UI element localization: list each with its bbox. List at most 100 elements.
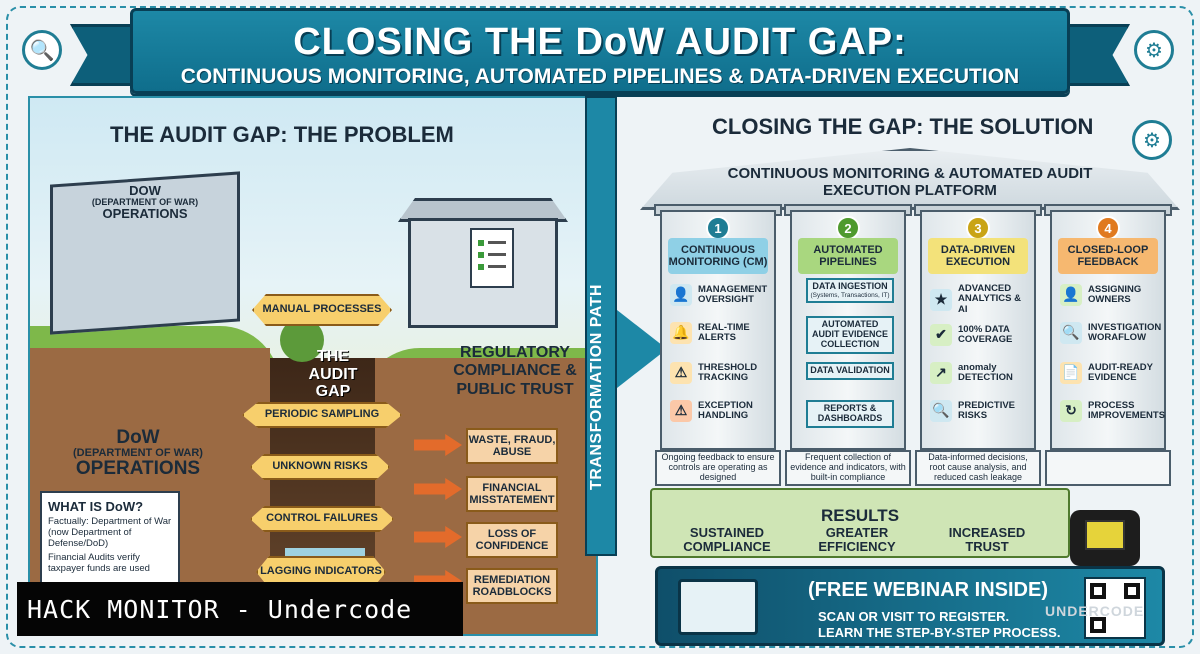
pillar-number: 1 xyxy=(706,216,730,240)
dow-operations-label: DoW (DEPARTMENT OF WAR) OPERATIONS xyxy=(38,428,238,479)
pipeline-step: DATA VALIDATION xyxy=(806,362,894,380)
pillar-continuous-monitoring: 1 CONTINUOUS MONITORING (CM) 👤MANAGEMENT… xyxy=(660,210,776,450)
platform-title: CONTINUOUS MONITORING & AUTOMATED AUDIT … xyxy=(727,165,1093,200)
pillar-item-label: AUDIT-READY EVIDENCE xyxy=(1088,361,1153,383)
risk-arrow xyxy=(414,526,462,548)
dow-label-line3: OPERATIONS xyxy=(75,458,201,480)
what-is-dow-text2: Financial Audits verify taxpayer funds a… xyxy=(48,551,150,574)
pillar-item: 🔔 REAL-TIME ALERTS xyxy=(670,322,768,344)
pillar-item-label: EXCEPTION HANDLING xyxy=(698,399,753,421)
trend-chart-icon: ↗ xyxy=(930,362,952,384)
problem-panel: THE AUDIT GAP: THE PROBLEM DOW (DEPARTME… xyxy=(28,96,598,636)
pillar-item-label: THRESHOLD TRACKING xyxy=(698,361,758,383)
pillar-number: 2 xyxy=(836,216,860,240)
pillar-item-label: PREDICTIVE RISKS xyxy=(958,399,1016,421)
main-title: CLOSING THE DoW AUDIT GAP: xyxy=(293,21,907,63)
building-label-line1: DOW xyxy=(129,183,161,198)
lock-screen-icon xyxy=(1085,520,1125,550)
pillar-footer: Data-informed decisions, root cause anal… xyxy=(915,450,1041,486)
webinar-title: (FREE WEBINAR INSIDE) xyxy=(808,579,1048,601)
dow-label-line1: DoW xyxy=(116,427,160,448)
pipeline-step: REPORTS & DASHBOARDS xyxy=(806,400,894,428)
presenter-laptop-icon xyxy=(678,579,758,635)
pipeline-step: AUTOMATED AUDIT EVIDENCE COLLECTION xyxy=(806,316,894,354)
pillar-item: ↗ anomaly DETECTION xyxy=(930,362,1028,384)
outer-frame xyxy=(6,6,1194,648)
pillar-item: ★ ADVANCED ANALYTICS & AI xyxy=(930,283,1028,315)
solution-title: CLOSING THE GAP: THE SOLUTION xyxy=(712,114,1094,139)
gap-item-manual-processes: MANUAL PROCESSES xyxy=(252,294,392,326)
checklist-clipboard-icon xyxy=(470,228,514,288)
pillar-footer xyxy=(1045,450,1171,486)
title-banner: CLOSING THE DoW AUDIT GAP: CONTINUOUS MO… xyxy=(130,8,1070,94)
pipeline-step-label: DATA INGESTION xyxy=(812,281,888,291)
magnifier-icon: 🔍 xyxy=(930,400,952,422)
pillar-item: ⚠EXCEPTION HANDLING xyxy=(670,400,768,422)
regulatory-compliance-label: REGULATORY COMPLIANCE & PUBLIC TRUST xyxy=(453,344,577,398)
pillar-item-label: PROCESS IMPROVEMENTS xyxy=(1088,399,1166,421)
what-is-dow-box: WHAT IS DoW? Factually: Department of Wa… xyxy=(40,491,180,591)
pillar-footer: Frequent collection of evidence and indi… xyxy=(785,450,911,486)
webinar-banner[interactable]: (FREE WEBINAR INSIDE) SCAN OR VISIT TO R… xyxy=(655,566,1165,646)
transformation-path-label: TRANSFORMATION PATH xyxy=(588,284,605,490)
pillar-data-driven-execution: 3 DATA-DRIVEN EXECUTION ★ADVANCED ANALYT… xyxy=(920,210,1036,450)
pillar-item-label: ADVANCED ANALYTICS & AI xyxy=(958,283,1021,315)
undercode-watermark: UNDERCODE xyxy=(1045,603,1145,619)
results-box: RESULTS SUSTAINED COMPLIANCE GREATER EFF… xyxy=(650,488,1070,558)
risk-arrow xyxy=(414,434,462,456)
pillar-item-label: MANAGEMENT OVERSIGHT xyxy=(698,283,768,305)
bell-icon: 🔔 xyxy=(670,322,692,344)
risk-arrow xyxy=(414,478,462,500)
warning-icon: ⚠ xyxy=(670,362,692,384)
pillar-item-label: 100% DATA COVERAGE xyxy=(958,323,1013,345)
pillar-item-label: REAL-TIME ALERTS xyxy=(698,321,750,343)
checkmark-icon: ✔ xyxy=(930,324,952,346)
pillar-title: AUTOMATED PIPELINES xyxy=(798,238,898,274)
results-title: RESULTS xyxy=(820,506,900,525)
gear-icon: ⚙ xyxy=(1134,30,1174,70)
main-subtitle: CONTINUOUS MONITORING, AUTOMATED PIPELIN… xyxy=(180,65,1020,88)
what-is-dow-title: WHAT IS DoW? xyxy=(48,499,144,514)
pillar-title: CLOSED-LOOP FEEDBACK xyxy=(1058,238,1158,274)
pillar-item: ↻ PROCESS IMPROVEMENTS xyxy=(1060,400,1165,422)
risk-loss-of-confidence: LOSS OF CONFIDENCE xyxy=(466,522,558,558)
qr-code-icon[interactable] xyxy=(1084,577,1146,639)
risk-financial-misstatement: FINANCIAL MISSTATEMENT xyxy=(466,476,558,512)
pillar-item: 🔍INVESTIGATION WORAFLOW xyxy=(1060,322,1161,344)
pillar-number: 3 xyxy=(966,216,990,240)
result-greater-efficiency: GREATER EFFICIENCY xyxy=(818,525,896,554)
pillar-item: 👤MANAGEMENT OVERSIGHT xyxy=(670,284,768,306)
result-sustained-compliance: SUSTAINED COMPLIANCE xyxy=(683,525,771,554)
gap-item-control-failures: CONTROL FAILURES xyxy=(250,506,394,532)
pillar-item: ⚠ THRESHOLD TRACKING xyxy=(670,362,768,384)
owner-icon: 👤 xyxy=(1060,284,1082,306)
problem-title: THE AUDIT GAP: THE PROBLEM xyxy=(110,122,454,147)
pipeline-step: DATA INGESTION(Systems, Transactions, IT… xyxy=(806,278,894,304)
pillar-item: 📄 AUDIT-READY EVIDENCE xyxy=(1060,362,1158,384)
brain-ai-icon: ★ xyxy=(930,288,952,311)
webinar-line1: SCAN OR VISIT TO REGISTER. xyxy=(818,609,1010,624)
building-label-line2: (DEPARTMENT OF WAR) xyxy=(91,196,199,207)
document-icon: 📄 xyxy=(1060,362,1082,384)
risk-remediation-roadblocks: REMEDIATION ROADBLOCKS xyxy=(466,568,558,604)
webinar-line2: LEARN THE STEP-BY-STEP PROCESS. xyxy=(818,625,1061,640)
pillar-item-label: ASSIGNING OWNERS xyxy=(1088,283,1142,305)
hack-monitor-overlay: HACK MONITOR - Undercode xyxy=(17,582,463,636)
pillar-number: 4 xyxy=(1096,216,1120,240)
pillar-item-label: anomaly DETECTION xyxy=(958,361,1013,383)
pillar-item: ✔ 100% DATA COVERAGE xyxy=(930,324,1028,346)
risk-waste-fraud-abuse: WASTE, FRAUD, ABUSE xyxy=(466,428,558,464)
dow-building-label: DOW (DEPARTMENT OF WAR) OPERATIONS xyxy=(90,184,200,221)
result-increased-trust: INCREASED TRUST xyxy=(948,525,1026,554)
octopus-robot-illustration xyxy=(1040,480,1170,600)
dow-label-line2: (DEPARTMENT OF WAR) xyxy=(73,446,203,459)
gap-item-periodic-sampling: PERIODIC SAMPLING xyxy=(242,402,402,428)
what-is-dow-text1: Factually: Department of War (now Depart… xyxy=(48,516,172,549)
transformation-path-bar xyxy=(585,96,617,556)
gear-chart-icon: ⚙ xyxy=(1132,120,1172,160)
cycle-icon: ↻ xyxy=(1060,400,1082,422)
search-icon: 🔍 xyxy=(1060,322,1082,344)
pillar-title: CONTINUOUS MONITORING (CM) xyxy=(668,238,768,274)
pipeline-step-detail: (Systems, Transactions, IT) xyxy=(810,291,890,299)
pillar-item: 👤 ASSIGNING OWNERS xyxy=(1060,284,1158,306)
